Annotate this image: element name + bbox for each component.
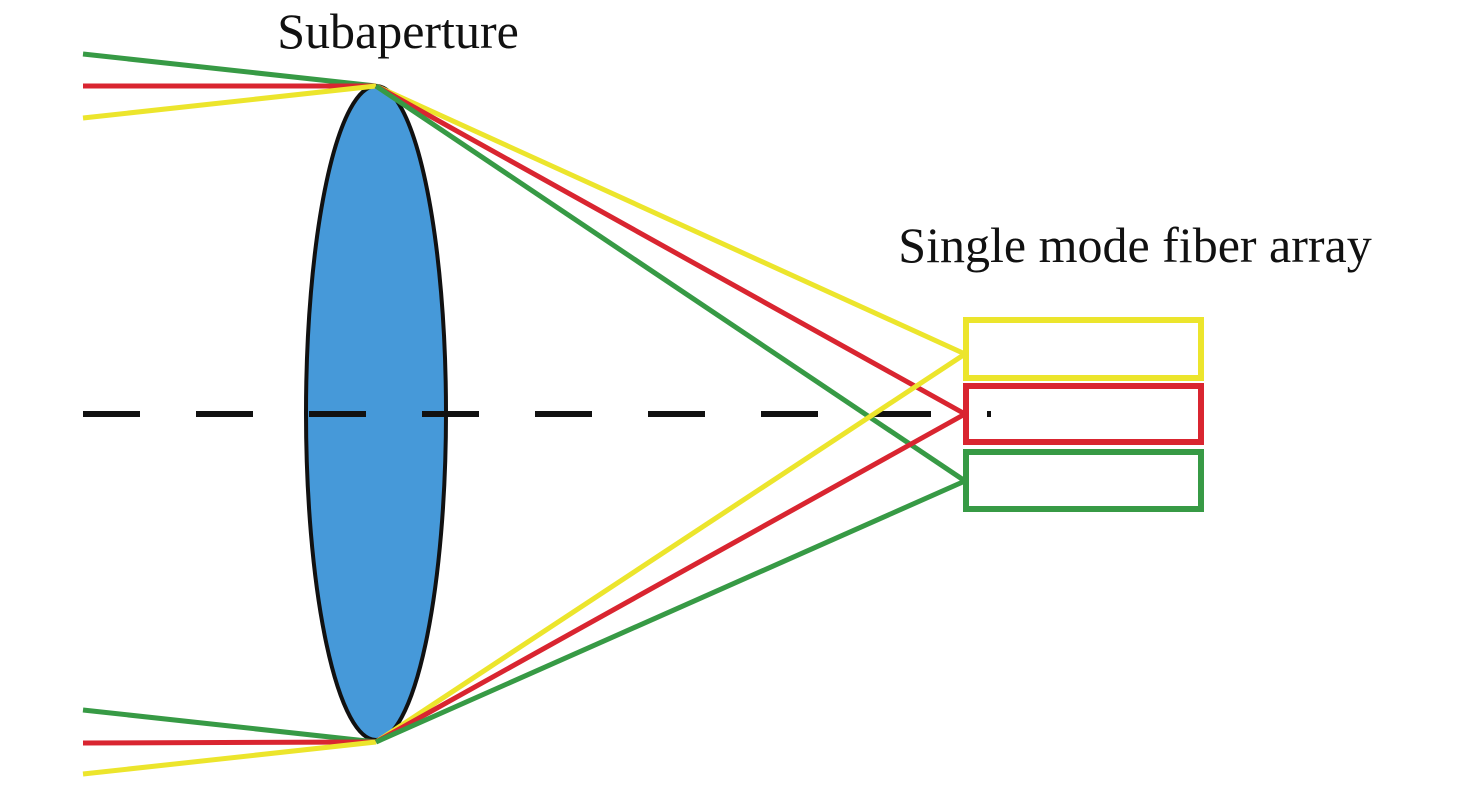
fiber-yellow [963, 317, 1204, 381]
green-ray-in-bottom [82, 707, 377, 745]
fiber-green [963, 449, 1204, 512]
red-ray-out-top [374, 83, 967, 417]
fiber-red [963, 383, 1204, 445]
incoming-rays-top [82, 51, 377, 121]
green-ray-out-bottom [374, 478, 967, 745]
incoming-rays-bottom [82, 707, 377, 777]
subaperture-label: Subaperture [277, 3, 519, 59]
yellow-ray-out-bottom [374, 351, 967, 745]
fiber-array [963, 317, 1204, 512]
yellow-ray-in-top [82, 83, 377, 121]
converging-rays [374, 83, 967, 745]
red-ray-in-bottom [82, 739, 377, 746]
green-ray-in-top [82, 51, 377, 89]
fiber-array-label: Single mode fiber array [898, 217, 1371, 273]
red-ray-out-bottom [374, 411, 967, 745]
green-ray-out-top [374, 83, 967, 484]
yellow-ray-in-bottom [82, 739, 377, 777]
yellow-ray-out-top [374, 83, 967, 357]
